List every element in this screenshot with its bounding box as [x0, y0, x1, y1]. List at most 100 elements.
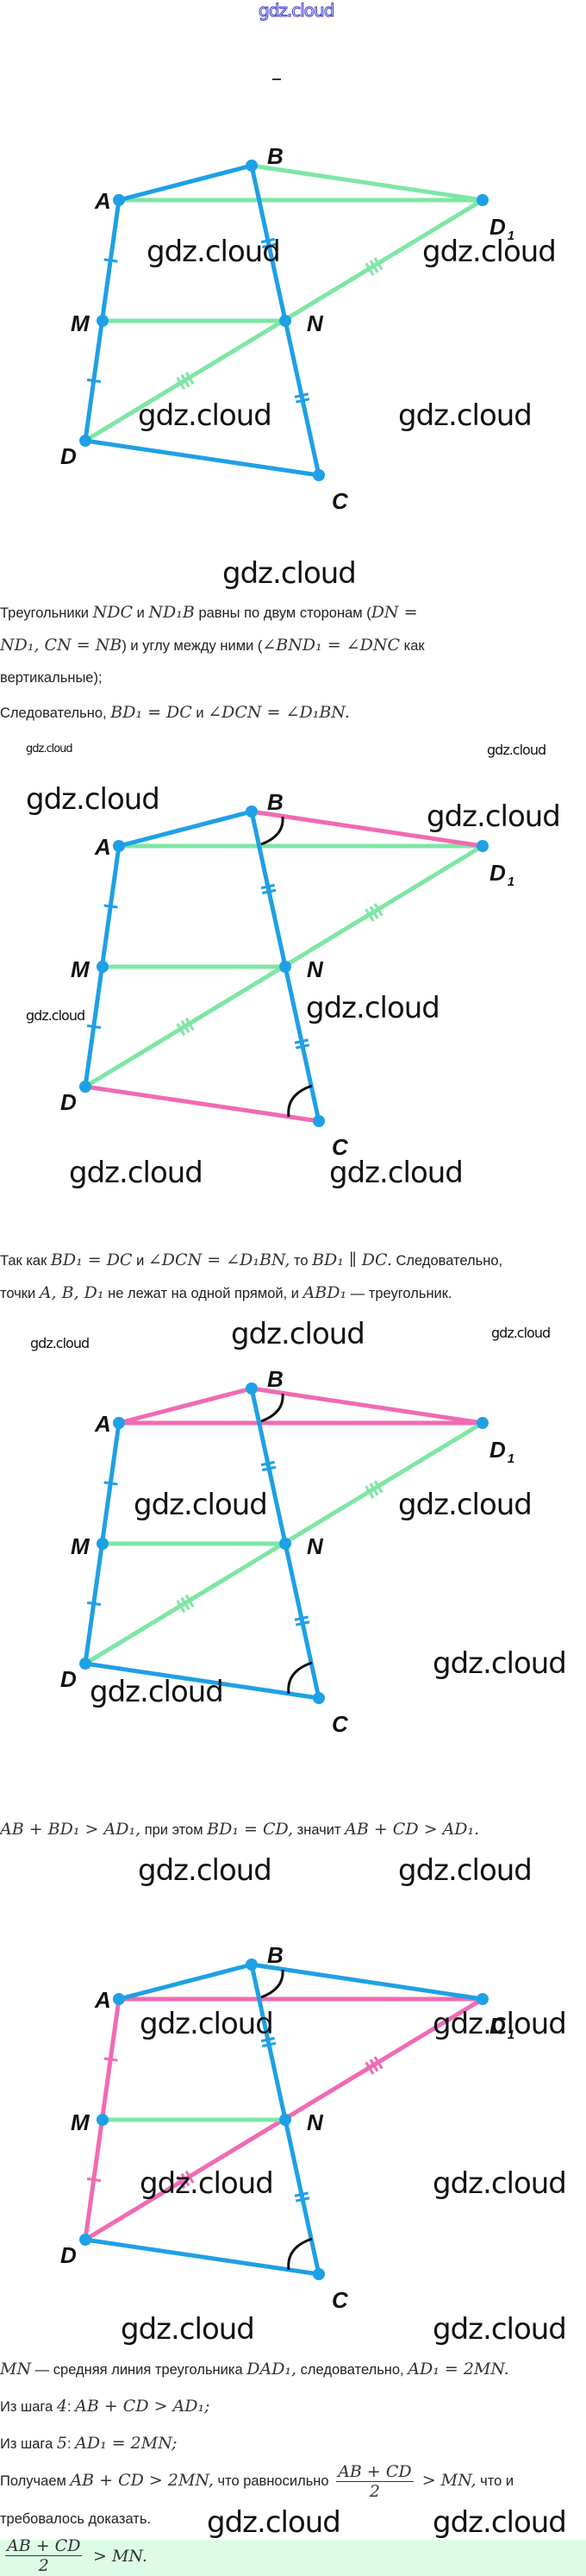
- watermark: gdz.cloud: [121, 2312, 255, 2347]
- tick-mark: [184, 1017, 195, 1031]
- point-label-c: C: [332, 2287, 349, 2313]
- text-segment: — средняя линия треугольника: [31, 2362, 247, 2378]
- paragraph-triangle-inequality: AB + BD₁ > AD₁, при этом BD₁ = CD, значи…: [0, 1814, 479, 1846]
- point-m: [97, 961, 109, 973]
- watermark: gdz.cloud: [231, 1317, 365, 1351]
- watermark: gdz.cloud: [433, 1646, 567, 1681]
- text-segment: и: [132, 1253, 148, 1269]
- answer-box: AB + CD 2 > MN.: [0, 2536, 586, 2576]
- paragraph-conclusion: MN — средняя линия треугольника DAD₁, сл…: [0, 2351, 514, 2537]
- point-d: [79, 2234, 91, 2246]
- point-c: [313, 2268, 325, 2280]
- point-c: [313, 1692, 325, 1704]
- tick-mark: [184, 1594, 195, 1608]
- text-segment: Следовательно,: [391, 1253, 503, 1269]
- text-segment: точки: [0, 1286, 40, 1301]
- point-b: [246, 805, 258, 818]
- math-expression: BD₁ = DC: [110, 703, 192, 722]
- math-expression: AB + CD > AD₁.: [345, 1820, 480, 1839]
- text-segment: как: [400, 638, 425, 654]
- tick-mark: [365, 908, 375, 922]
- segment-bd1: [249, 809, 485, 849]
- point-label-subscript: 1: [508, 229, 514, 243]
- separator: [272, 78, 281, 80]
- text-segment: вертикальные);: [0, 670, 103, 686]
- tick-mark: [365, 1485, 375, 1499]
- watermark: gdz.cloud: [398, 1488, 533, 1522]
- segment-dc: [83, 438, 321, 478]
- watermark: gdz.cloud: [146, 235, 281, 269]
- tick-mark: [261, 888, 277, 895]
- tick-mark: [369, 1482, 379, 1496]
- answer-numerator: AB + CD: [5, 2536, 83, 2556]
- math-expression: BD₁ ∥ DC.: [312, 1250, 392, 1269]
- segment-bd1: [249, 163, 485, 203]
- point-label-subscript: 1: [508, 874, 514, 889]
- watermark: gdz.cloud: [26, 1007, 85, 1024]
- point-label-n: N: [307, 956, 324, 982]
- watermark: gdz.cloud: [26, 782, 160, 817]
- point-b: [246, 1959, 258, 1971]
- paragraph-parallel: Так как BD₁ = DC и ∠DCN = ∠D₁BN, то BD₁ …: [0, 1244, 502, 1310]
- tick-mark: [176, 1022, 186, 1037]
- text-segment: что равносильно: [213, 2473, 334, 2489]
- segment-bd1: [249, 1962, 485, 2002]
- point-label-c: C: [332, 488, 349, 514]
- tick-mark: [294, 2191, 309, 2197]
- watermark: gdz.cloud: [69, 1156, 203, 1190]
- segment-dc: [83, 1084, 321, 1124]
- text-line: AB + BD₁ > AD₁, при этом BD₁ = CD, значи…: [0, 1814, 479, 1846]
- tick-mark: [294, 1615, 309, 1621]
- text-segment: значит: [293, 1822, 346, 1838]
- math-expression: A, B, D₁: [39, 1283, 104, 1302]
- point-label-b: B: [267, 1371, 284, 1392]
- segment-ab: [116, 163, 254, 203]
- segment-dc: [83, 2237, 321, 2277]
- text-segment: требовалось доказать.: [0, 2511, 152, 2528]
- text-segment: и: [191, 705, 209, 721]
- watermark: gdz.cloud: [398, 1853, 533, 1888]
- fraction-denominator: 2: [369, 2482, 380, 2502]
- tick-mark: [373, 2056, 383, 2070]
- math-expression: 4: [56, 2397, 67, 2416]
- paragraph-consequence: Следовательно, BD₁ = DC и ∠DCN = ∠D₁BN.: [0, 697, 350, 730]
- math-expression: ABD₁: [302, 1283, 347, 1302]
- math-expression: 5: [56, 2434, 67, 2453]
- tick-mark: [260, 1460, 276, 1467]
- segment-dc: [83, 1661, 321, 1701]
- tick-mark: [260, 2036, 276, 2043]
- math-expression: MN: [0, 2360, 32, 2379]
- text-segment: не лежат на одной прямой, и: [103, 1286, 303, 1301]
- math-expression: DN =: [371, 603, 418, 622]
- text-segment: что и: [476, 2473, 514, 2489]
- tick-mark: [103, 1481, 118, 1486]
- site-logo[interactable]: gdz.cloud: [258, 0, 334, 22]
- text-segment: Из шага: [0, 2436, 57, 2452]
- point-label-a: A: [94, 1987, 111, 2013]
- tick-mark: [261, 242, 277, 249]
- math-expression: AB + BD₁ > AD₁,: [0, 1820, 141, 1839]
- watermark: gdz.cloud: [487, 742, 546, 758]
- tick-mark: [261, 1465, 277, 1472]
- watermark: gdz.cloud: [433, 2007, 567, 2041]
- tick-mark: [176, 2175, 186, 2190]
- math-expression: AB + CD > AD₁;: [75, 2397, 210, 2416]
- point-n: [279, 1538, 291, 1550]
- point-label-m: M: [71, 956, 90, 982]
- point-label-n: N: [307, 1533, 324, 1559]
- text-segment: — треугольник.: [346, 1286, 452, 1301]
- tick-mark: [180, 2172, 190, 2187]
- segment-ab: [116, 1386, 254, 1426]
- watermark: gdz.cloud: [433, 2166, 567, 2201]
- point-n: [279, 2114, 291, 2126]
- watermark: gdz.cloud: [222, 556, 357, 591]
- point-label-b: B: [267, 148, 284, 169]
- tick-mark: [296, 1620, 310, 1626]
- point-label-subscript: 1: [508, 1451, 514, 1466]
- tick-mark: [260, 237, 276, 244]
- tick-mark: [103, 904, 118, 909]
